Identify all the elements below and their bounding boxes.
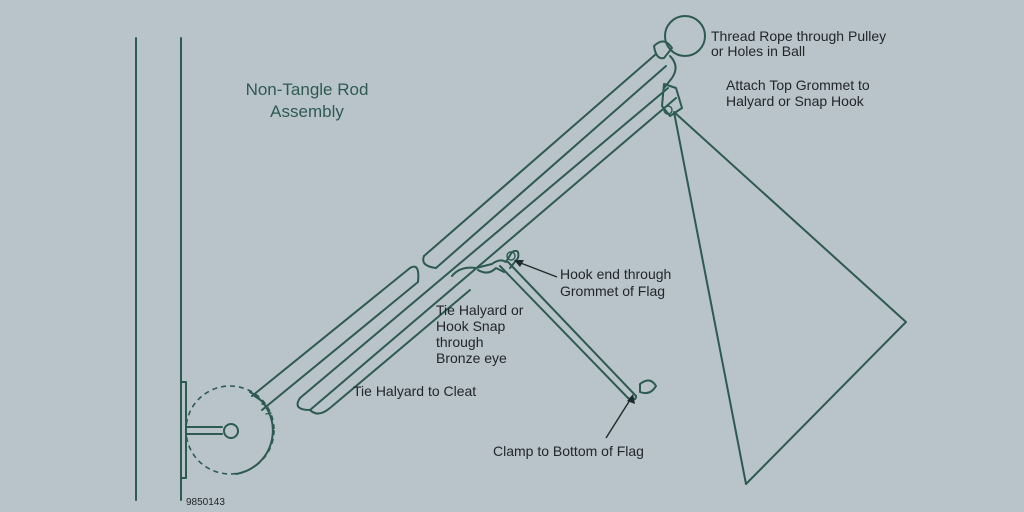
arrow-clamp-head (627, 394, 635, 404)
bottom-stay (499, 261, 657, 401)
bronze-eye-hook (451, 249, 520, 277)
snap-hook (477, 267, 505, 274)
top-grommet (663, 105, 673, 115)
label-attach-top-2: Halyard or Snap Hook (726, 93, 865, 109)
part-number: 9850143 (186, 497, 225, 508)
flag-pole (135, 37, 182, 501)
rod-upper-tube (423, 53, 667, 269)
bottom-clamp (639, 379, 657, 395)
label-thread-rope-2: or Holes in Ball (711, 43, 805, 59)
stay-rod (499, 261, 637, 399)
label-clamp-bottom: Clamp to Bottom of Flag (493, 443, 644, 459)
top-ball-assembly (653, 15, 706, 117)
flag-grommet-mid (506, 251, 516, 261)
top-hook (663, 55, 677, 89)
label-thread-rope-1: Thread Rope through Pulley (711, 28, 886, 44)
rod-lower-tube (251, 267, 419, 411)
bracket-arc (235, 391, 274, 475)
callout-arrows (514, 260, 635, 439)
bronze-eye-link (451, 249, 520, 277)
title-line-2: Assembly (270, 102, 344, 121)
label-tie-cleat: Tie Halyard to Cleat (353, 383, 476, 399)
label-tie-halyard-4: Bronze eye (436, 350, 507, 366)
label-attach-top-1: Attach Top Grommet to (726, 77, 870, 93)
label-tie-halyard-3: through (436, 334, 483, 350)
flag (673, 111, 907, 485)
bracket-dashed-circle (185, 385, 275, 475)
halyard-loop (309, 289, 471, 415)
arrow-hook-end (517, 261, 558, 278)
label-tie-halyard-2: Hook Snap (436, 318, 505, 334)
ball-collar (653, 40, 673, 60)
wall-bracket (180, 381, 275, 479)
rod-upper-end (422, 255, 437, 269)
rod-inner-channel (299, 87, 677, 411)
pivot-bolt (223, 423, 239, 439)
rod-lower-end (409, 265, 420, 283)
title-line-1: Non-Tangle Rod (246, 80, 369, 99)
label-hook-end-2: Grommet of Flag (560, 283, 665, 299)
rod (251, 53, 677, 415)
rod-inner-bottom-cap (296, 397, 311, 411)
label-tie-halyard-1: Tie Halyard or (436, 302, 524, 318)
pivot-pin (185, 426, 223, 435)
label-hook-end-1: Hook end through (560, 266, 671, 282)
pulley-ball (664, 15, 706, 57)
arrow-clamp (605, 399, 631, 439)
arrow-hook-end-head (514, 260, 524, 267)
top-snap-clip (661, 83, 683, 117)
